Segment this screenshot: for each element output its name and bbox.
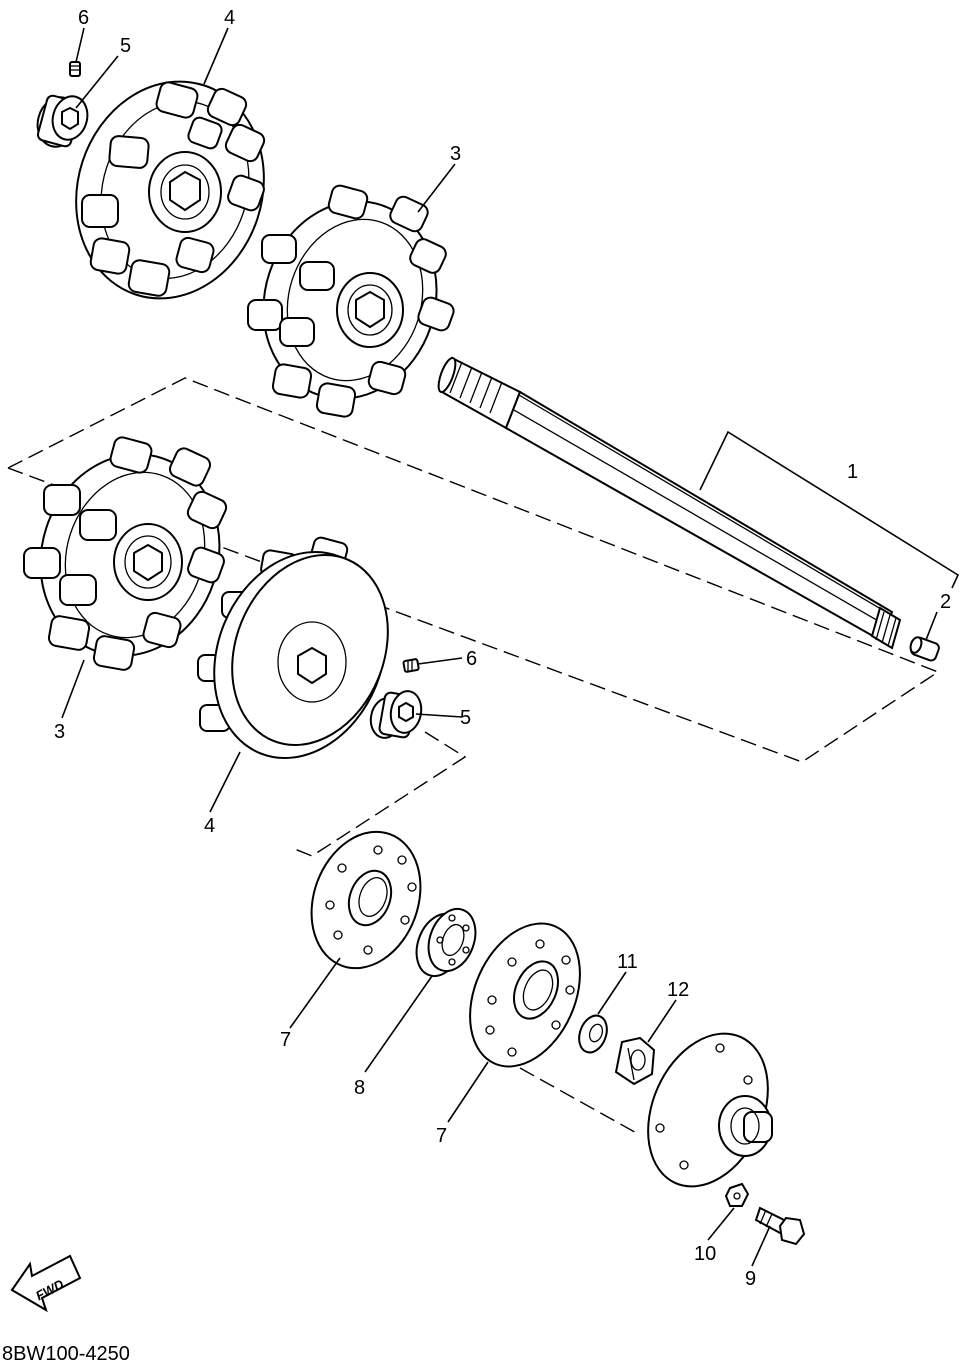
ball-bearing-part-8 xyxy=(415,908,477,977)
fwd-arrow-icon: FWD xyxy=(10,1254,82,1313)
callout-3-top: 3 xyxy=(450,143,461,165)
callout-6-mid: 6 xyxy=(466,648,477,670)
idler-wheel-top-part-4 xyxy=(75,80,266,300)
collar-mid-part-5 xyxy=(369,690,423,739)
callout-9: 9 xyxy=(745,1268,756,1290)
sprocket-top-part-3 xyxy=(247,184,455,418)
leader-lines xyxy=(61,27,938,1267)
callout-11: 11 xyxy=(617,951,638,973)
callout-5-mid: 5 xyxy=(460,707,471,729)
housing-plate-right-part-7 xyxy=(469,922,581,1068)
callout-12: 12 xyxy=(667,979,689,1001)
plug-bolt-part-2 xyxy=(909,636,940,662)
callout-2: 2 xyxy=(940,591,951,613)
sprocket-left-part-3 xyxy=(23,436,228,671)
flange-guide-line xyxy=(519,1067,641,1136)
washer-part-11 xyxy=(578,1014,608,1054)
callout-5-top: 5 xyxy=(120,35,131,57)
set-screw-mid-part-6 xyxy=(402,658,420,673)
drawing-code: 8BW100-4250 xyxy=(2,1343,130,1365)
drive-shaft-part-1 xyxy=(437,356,960,650)
callout-7-left: 7 xyxy=(280,1029,291,1051)
bolt-part-9 xyxy=(754,1206,806,1246)
bearing-guide-line xyxy=(291,731,467,857)
nut-part-12 xyxy=(614,1036,656,1086)
callout-4-mid: 4 xyxy=(204,815,215,837)
set-screw-top-part-6 xyxy=(69,61,81,77)
callout-3-left: 3 xyxy=(54,721,65,743)
callout-8: 8 xyxy=(354,1077,365,1099)
flange-hub xyxy=(647,1032,773,1188)
callout-1: 1 xyxy=(847,461,858,483)
idler-wheel-mid-part-4 xyxy=(197,536,389,759)
callout-6-top: 6 xyxy=(78,7,89,29)
assembly-guide-line xyxy=(7,377,940,763)
small-nut-part-10 xyxy=(724,1182,750,1207)
callout-7-right: 7 xyxy=(436,1125,447,1147)
collar-top-part-5 xyxy=(36,94,89,148)
housing-plate-left-part-7 xyxy=(310,830,422,970)
callout-4-top: 4 xyxy=(224,7,235,29)
callout-10: 10 xyxy=(694,1243,716,1265)
